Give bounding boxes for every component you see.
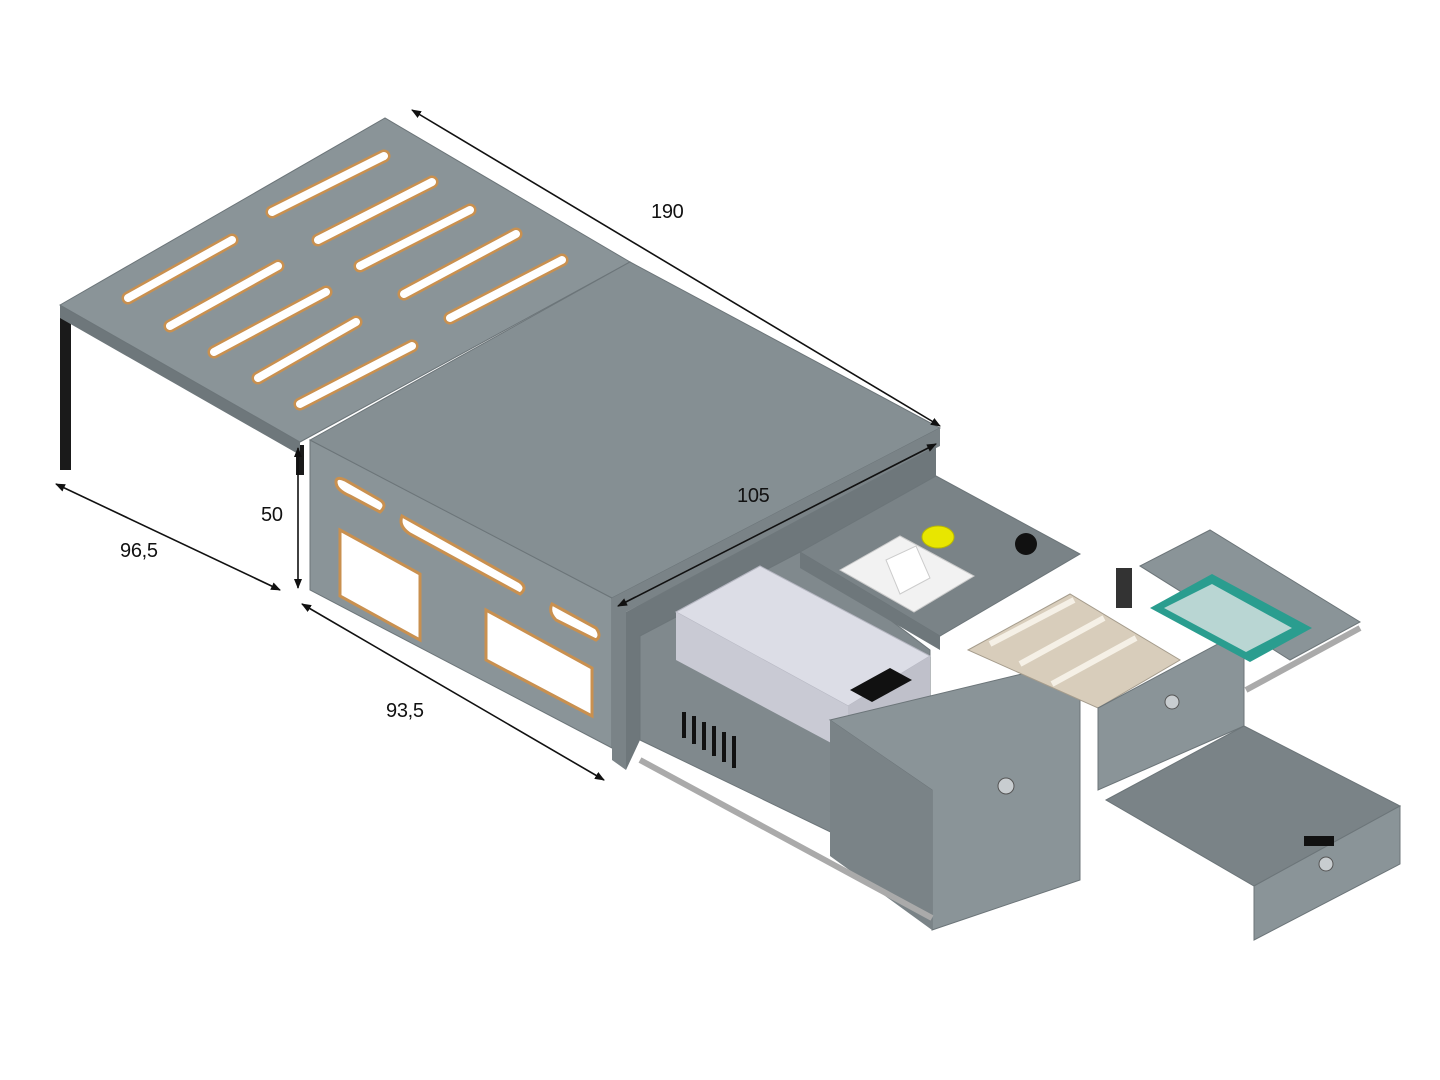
- lock-icon: [997, 777, 1015, 795]
- dimension-label-width-front: 96,5: [120, 540, 158, 562]
- bottom-drawer: [1104, 725, 1402, 941]
- cutting-board: [966, 593, 1181, 709]
- lock-icon: [1318, 856, 1334, 872]
- drawer-latch: [1304, 836, 1334, 846]
- arrow-105: [617, 443, 937, 607]
- sink-tray: [1116, 529, 1362, 693]
- lock-icon: [1164, 694, 1180, 710]
- fridge-display: [850, 668, 912, 702]
- knob-icon: [1015, 533, 1037, 555]
- front-leg: [60, 310, 71, 470]
- dimension-label-width-side: 93,5: [386, 700, 424, 722]
- dimension-label-height: 50: [261, 504, 283, 526]
- fridge-drawer: [638, 551, 1081, 931]
- bottom-drawer-front: [1253, 805, 1401, 941]
- tank-cap: [921, 525, 955, 549]
- arrow-935: [301, 603, 605, 781]
- faucet-icon: [1116, 568, 1132, 608]
- arrow-190: [411, 109, 941, 427]
- arrow-965: [55, 483, 281, 591]
- dimension-label-total-length: 190: [651, 201, 684, 223]
- vent-slots: [682, 712, 736, 768]
- kitchen-drawer: [966, 593, 1245, 791]
- dimension-label-module-length: 105: [737, 485, 770, 507]
- dimension-arrows: [55, 109, 941, 781]
